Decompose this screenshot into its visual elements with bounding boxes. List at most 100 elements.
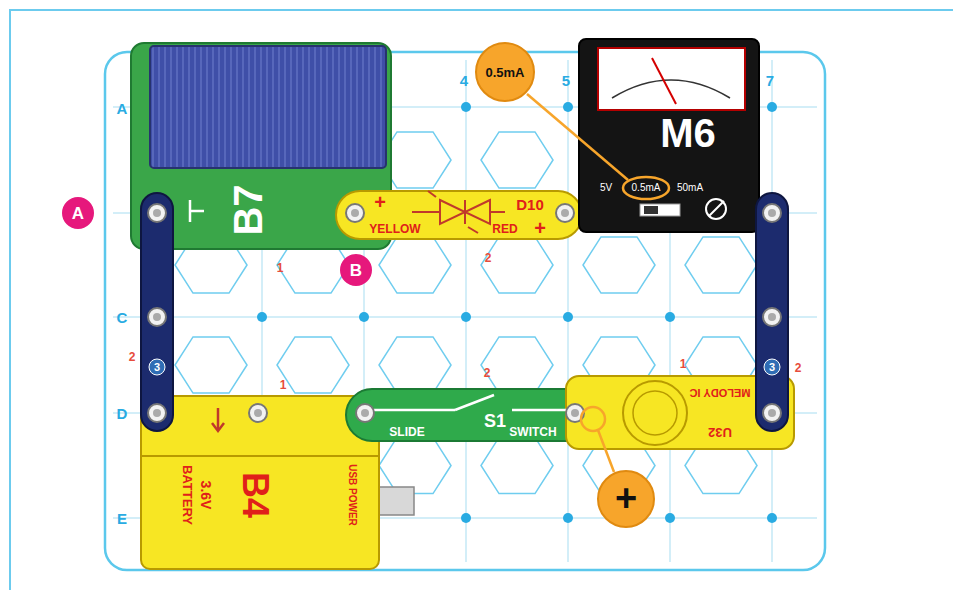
snap-center bbox=[153, 209, 161, 217]
part-label: B bbox=[350, 262, 362, 279]
grid-label: A bbox=[117, 101, 128, 116]
base-hexagon bbox=[277, 337, 349, 393]
grid-dot bbox=[563, 513, 573, 523]
grid-dot bbox=[359, 312, 369, 322]
grid-dot bbox=[767, 513, 777, 523]
grid-label: C bbox=[117, 310, 128, 325]
part-label: USB POWER bbox=[347, 464, 357, 526]
snap bbox=[556, 204, 574, 222]
snap bbox=[763, 204, 781, 222]
snap-center bbox=[561, 209, 569, 217]
part-label: D10 bbox=[516, 197, 544, 212]
part-label: 0.5mA bbox=[632, 183, 661, 193]
part-label: BATTERY bbox=[181, 465, 194, 525]
snap bbox=[763, 308, 781, 326]
snap bbox=[148, 308, 166, 326]
snap-center bbox=[571, 409, 579, 417]
battery-divider bbox=[140, 455, 380, 457]
part-label: B4 bbox=[237, 472, 273, 518]
snap-level-number: 2 bbox=[795, 362, 802, 374]
buzzer-ring bbox=[633, 391, 677, 435]
callout-ring bbox=[581, 407, 605, 431]
meter-needle bbox=[652, 58, 676, 104]
part-label: 0.5mA bbox=[485, 66, 524, 79]
snap bbox=[249, 404, 267, 422]
base-hexagon bbox=[481, 337, 553, 393]
part-label: 5V bbox=[600, 183, 612, 193]
snap-level-number: 1 bbox=[680, 358, 687, 370]
polarity-arrow bbox=[212, 408, 224, 431]
grid-label: D bbox=[117, 406, 128, 421]
base-hexagon bbox=[481, 132, 553, 188]
grid-dot bbox=[665, 312, 675, 322]
callout-letter: B bbox=[340, 254, 372, 286]
grid-label: 5 bbox=[562, 73, 570, 88]
grid-dot bbox=[563, 102, 573, 112]
base-hexagon bbox=[379, 437, 451, 493]
part-label: 3 bbox=[149, 359, 166, 376]
base-hexagon bbox=[379, 337, 451, 393]
frame bbox=[10, 10, 953, 590]
part-label: + bbox=[615, 479, 637, 517]
snap-level-number: 1 bbox=[277, 262, 284, 274]
snap-center bbox=[254, 409, 262, 417]
part-label: + bbox=[374, 192, 386, 212]
part-label: MELODY IC bbox=[690, 387, 751, 398]
grid-dot bbox=[563, 312, 573, 322]
meter-face bbox=[598, 48, 745, 110]
grid-dot bbox=[461, 102, 471, 112]
part-label: RED bbox=[492, 223, 517, 235]
solar-cell bbox=[150, 46, 386, 168]
part-label: M6 bbox=[660, 113, 716, 153]
grid-dot bbox=[665, 513, 675, 523]
snap-center bbox=[768, 313, 776, 321]
snap-level-number: 1 bbox=[280, 379, 287, 391]
snap-group bbox=[148, 204, 781, 422]
snap bbox=[148, 404, 166, 422]
grid-dot bbox=[461, 312, 471, 322]
snap bbox=[346, 204, 364, 222]
snap-center bbox=[361, 409, 369, 417]
snap bbox=[148, 204, 166, 222]
grid-dot bbox=[461, 513, 471, 523]
callout-letter: A bbox=[62, 197, 94, 229]
base-hexagon bbox=[481, 237, 553, 293]
callout-circle: + bbox=[597, 470, 655, 528]
snap-level-number: 2 bbox=[129, 351, 136, 363]
snap bbox=[356, 404, 374, 422]
led-symbol bbox=[412, 191, 505, 233]
part-label: SLIDE bbox=[389, 426, 424, 438]
range-knob bbox=[644, 206, 658, 214]
part-label: 50mA bbox=[677, 183, 703, 193]
base-hexagon bbox=[685, 237, 757, 293]
snap-center bbox=[768, 409, 776, 417]
base-hexagon bbox=[481, 437, 553, 493]
usb-port bbox=[380, 487, 414, 515]
part-label: A bbox=[72, 205, 84, 222]
grid-dot bbox=[767, 102, 777, 112]
grid-line bbox=[465, 60, 467, 562]
base-hexagon bbox=[175, 337, 247, 393]
grid-line bbox=[567, 60, 569, 562]
switch-part: SLIDES1SWITCH bbox=[345, 388, 593, 442]
part-label: B7 bbox=[228, 184, 268, 235]
leader-line bbox=[527, 94, 628, 180]
range-switch bbox=[640, 204, 680, 216]
snap-level-number: 2 bbox=[485, 252, 492, 264]
grid-label: E bbox=[117, 511, 127, 526]
part-label: 3.6V bbox=[199, 481, 213, 510]
base-hexagon bbox=[379, 237, 451, 293]
leader-line bbox=[598, 430, 614, 472]
part-label: + bbox=[534, 218, 546, 238]
buzzer bbox=[623, 381, 687, 445]
snap-center bbox=[768, 209, 776, 217]
part-label: YELLOW bbox=[369, 223, 420, 235]
snap-center bbox=[351, 209, 359, 217]
grid-label: 7 bbox=[766, 73, 774, 88]
grid-dot bbox=[257, 312, 267, 322]
meter-symbol bbox=[706, 199, 726, 219]
snap bbox=[763, 404, 781, 422]
part-label: U32 bbox=[708, 426, 732, 439]
callout-circle: 0.5mA bbox=[475, 42, 535, 102]
